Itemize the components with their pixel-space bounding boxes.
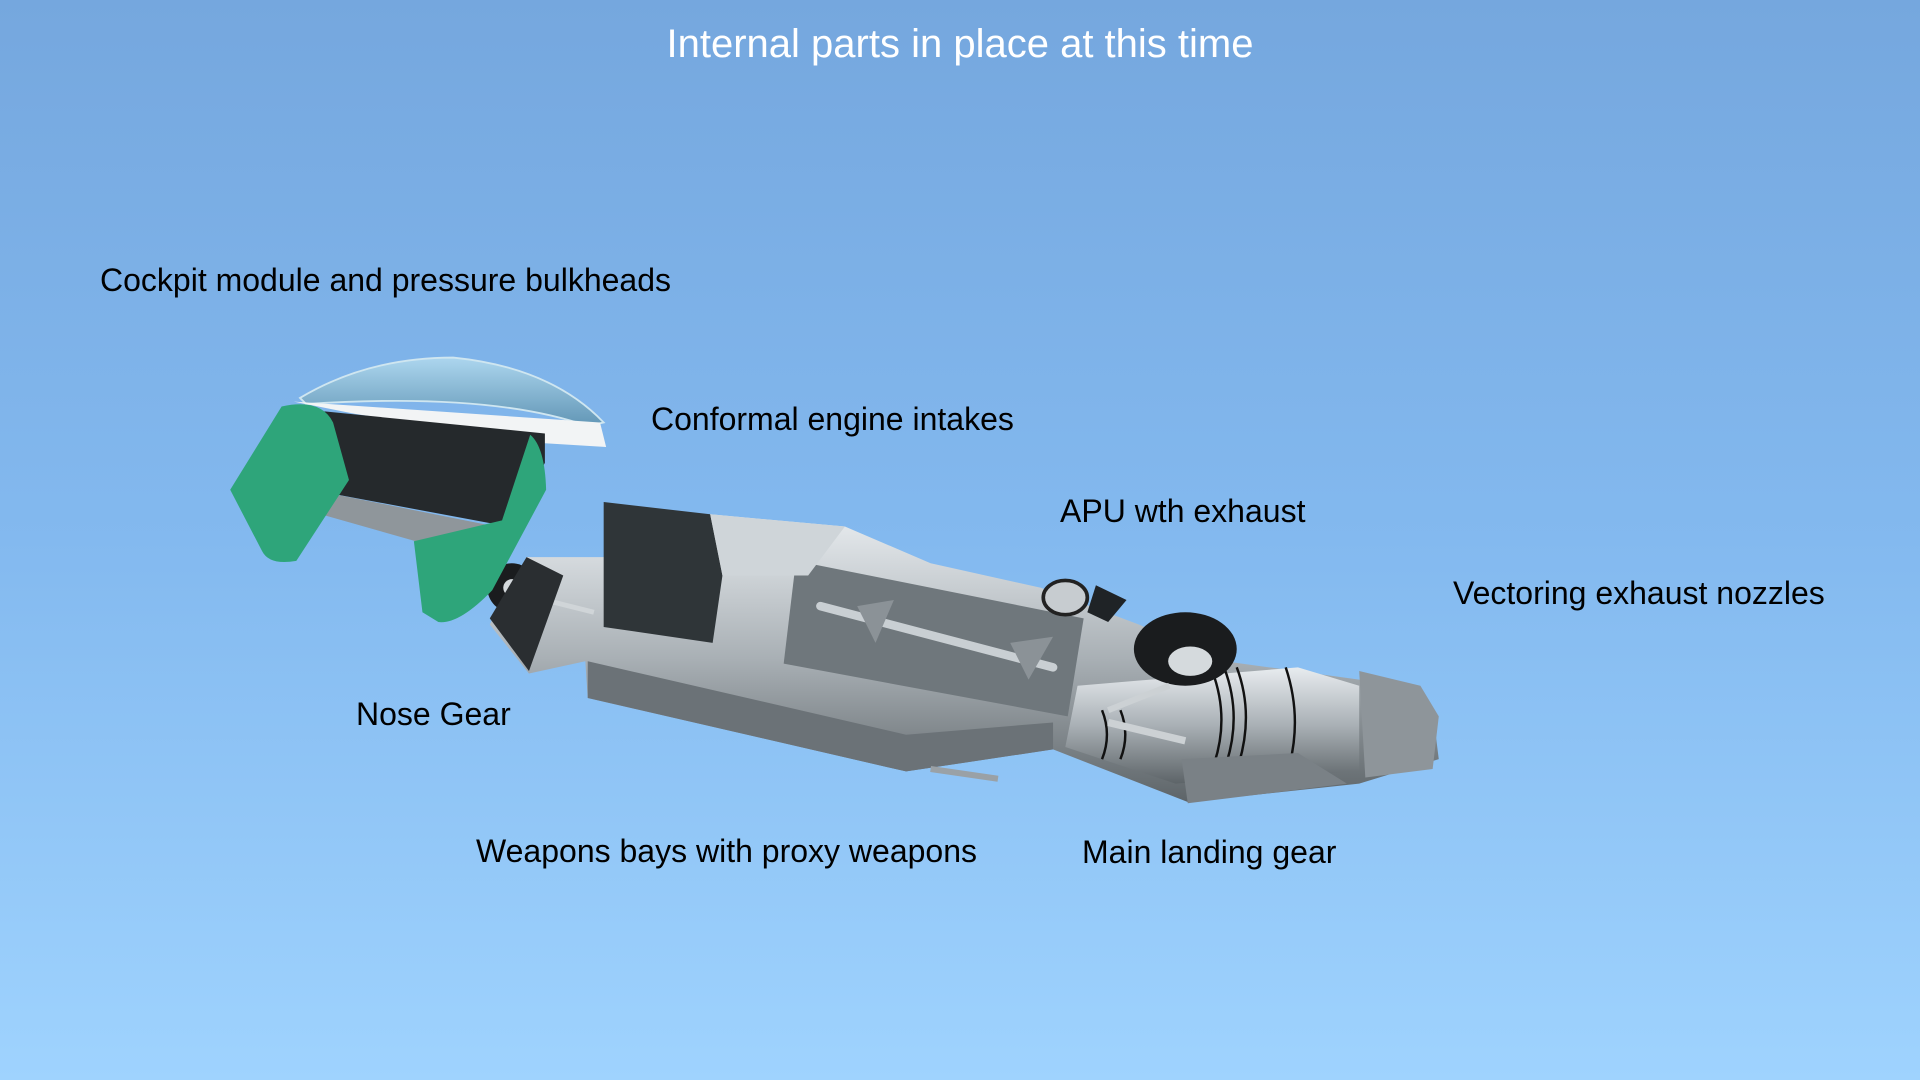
label-cockpit-module: Cockpit module and pressure bulkheads bbox=[100, 262, 671, 298]
weapons-bay bbox=[783, 560, 1084, 782]
label-weapons-bays: Weapons bays with proxy weapons bbox=[476, 833, 978, 869]
label-apu: APU wth exhaust bbox=[1060, 493, 1306, 529]
slide-title: Internal parts in place at this time bbox=[666, 22, 1254, 66]
label-engine-intakes: Conformal engine intakes bbox=[651, 401, 1014, 437]
main-landing-gear bbox=[1107, 612, 1237, 745]
label-exhaust-nozzles: Vectoring exhaust nozzles bbox=[1453, 575, 1825, 611]
apu-exhaust bbox=[1041, 578, 1127, 623]
cockpit-module bbox=[230, 356, 607, 623]
engine-intake bbox=[603, 502, 845, 643]
label-nose-gear: Nose Gear bbox=[356, 696, 511, 732]
engine-section bbox=[1065, 666, 1439, 804]
label-main-landing-gear: Main landing gear bbox=[1082, 834, 1337, 870]
